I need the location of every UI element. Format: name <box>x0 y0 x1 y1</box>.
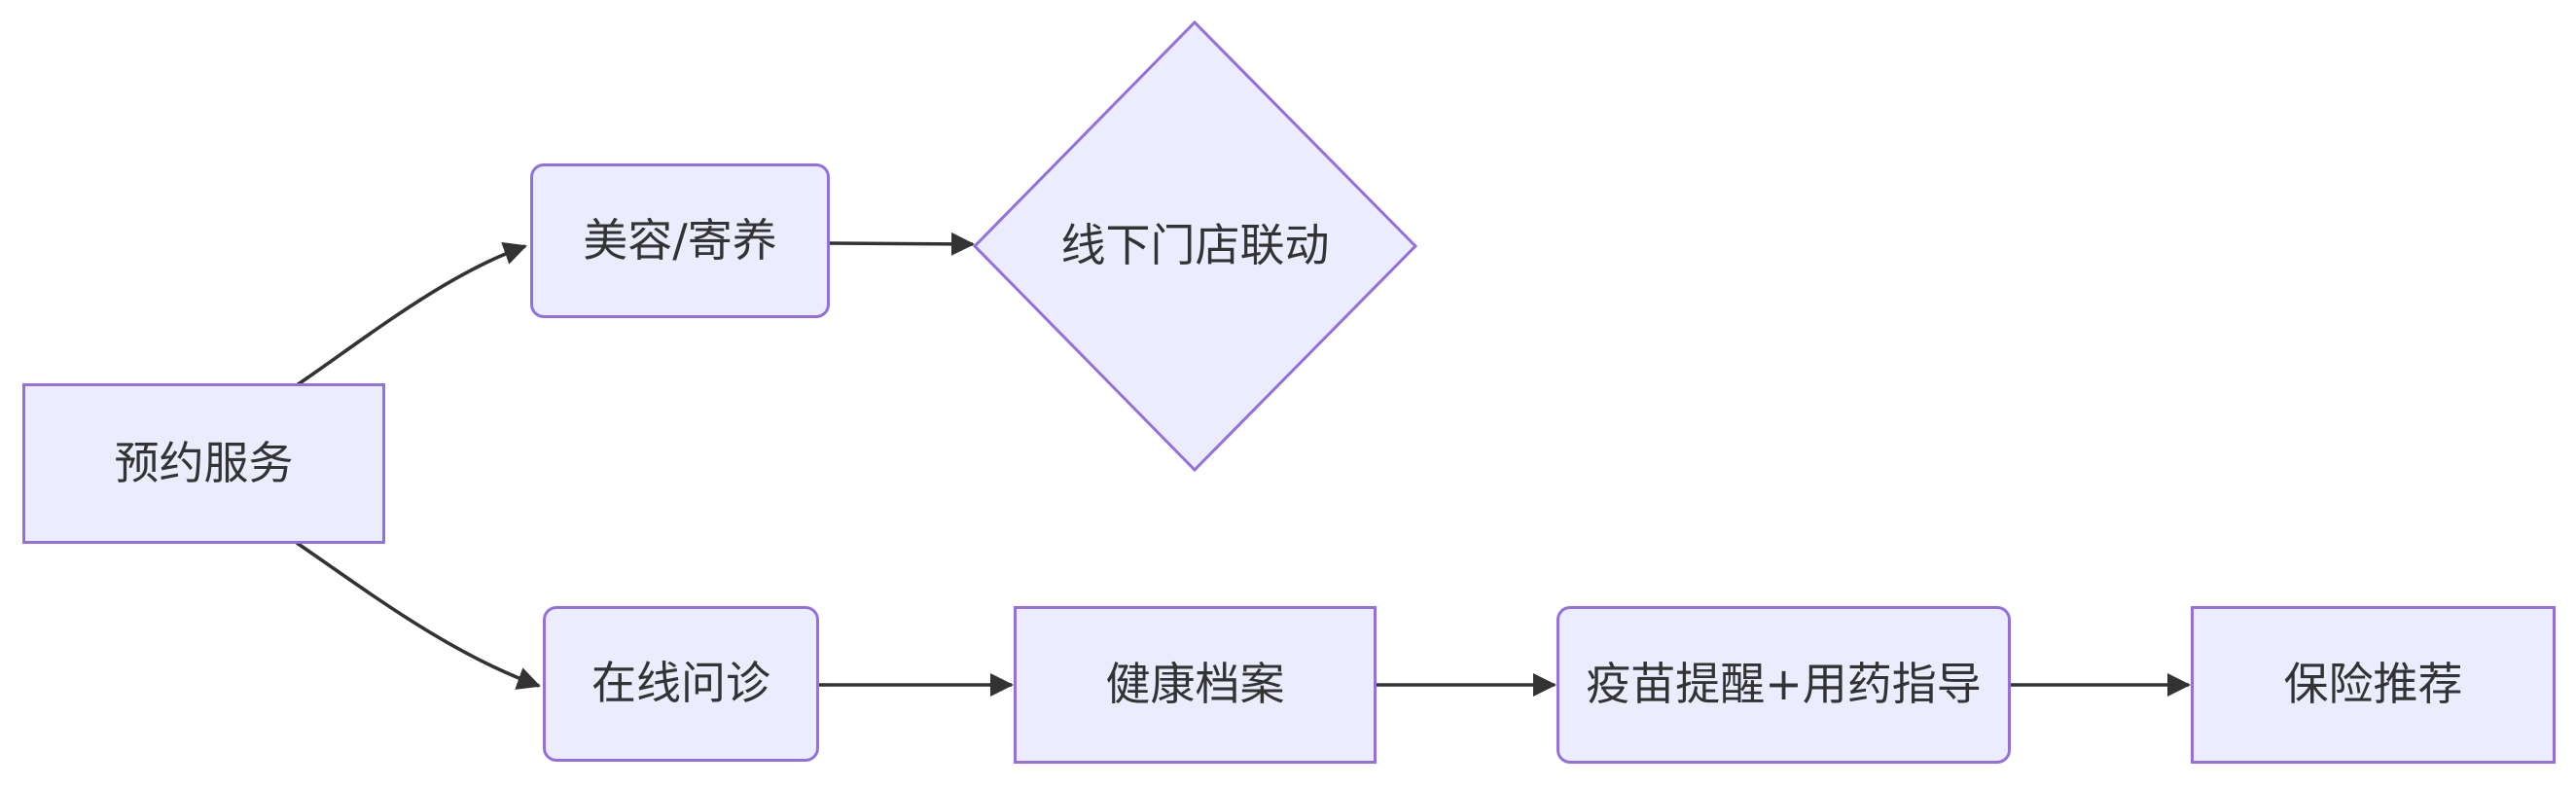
node-label-online-consult: 在线问诊 <box>591 657 770 710</box>
node-label-insurance: 保险推荐 <box>2283 658 2463 711</box>
node-booking-service: 预约服务 <box>22 383 385 544</box>
node-label-booking: 预约服务 <box>114 436 294 489</box>
node-grooming-boarding: 美容/寄养 <box>530 163 830 318</box>
edge-booking-to-grooming <box>295 242 527 387</box>
edge-booking-to-online-consult <box>295 541 541 690</box>
node-label-grooming: 美容/寄养 <box>583 213 777 267</box>
node-label-vaccine-guidance: 疫苗提醒+用药指导 <box>1586 658 1982 711</box>
node-offline-store-diamond <box>972 19 1418 473</box>
edge-grooming-to-offline-store <box>829 232 975 256</box>
node-health-record: 健康档案 <box>1014 606 1377 764</box>
node-online-consult: 在线问诊 <box>543 606 819 762</box>
node-vaccine-guidance: 疫苗提醒+用药指导 <box>1556 606 2011 764</box>
node-insurance-recommend: 保险推荐 <box>2191 606 2556 764</box>
node-label-health-record: 健康档案 <box>1105 658 1285 711</box>
